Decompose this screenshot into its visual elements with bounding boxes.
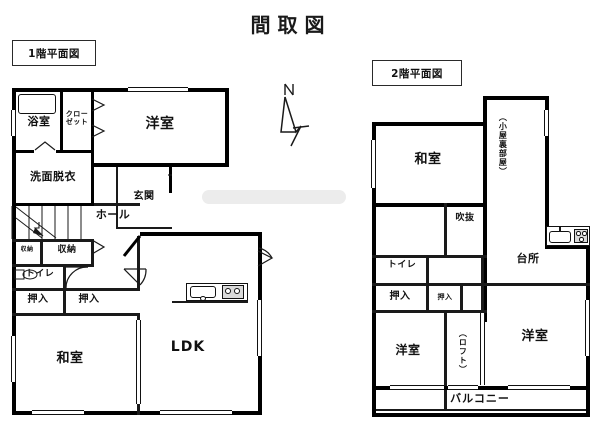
wall-balcony-top bbox=[372, 386, 590, 390]
window-youshitsu-bottom-left-2f bbox=[390, 385, 444, 390]
label-japanese-room-2f: 和室 bbox=[414, 152, 442, 167]
floor-1-plan: 浴室 クロー ゼット 洋室 洗面脱衣 玄関 ホール 収納 収納 トイレ 押入 押… bbox=[11, 87, 274, 415]
wall-kitchen-top-edge bbox=[545, 245, 590, 249]
kitchen-sink-2f bbox=[549, 231, 571, 243]
floor-2-caption: 2階平面図 bbox=[372, 60, 462, 86]
label-void-atrium-2f: 吹抜 bbox=[455, 213, 475, 223]
wall-toilet-right bbox=[63, 267, 66, 289]
wall-kitchen-bottom bbox=[484, 283, 590, 286]
wall-balcony-inner bbox=[376, 409, 586, 411]
wall-exterior-right-upper bbox=[225, 88, 229, 167]
label-attic-room-2f: （小屋裏部屋） bbox=[498, 112, 508, 176]
label-japanese-room-1f: 和室 bbox=[56, 351, 84, 366]
wall-storage-right bbox=[91, 239, 94, 267]
label-bathroom-1f: 浴室 bbox=[27, 115, 51, 128]
label-storage-1f-b: 収納 bbox=[57, 245, 77, 255]
wall-entrance-left bbox=[116, 167, 118, 229]
label-kitchen-2f: 台所 bbox=[516, 252, 540, 265]
label-oshiire-1f-a: 押入 bbox=[27, 294, 49, 305]
window-washitsu-left-2f bbox=[371, 140, 376, 188]
stove-burner-2f-a bbox=[576, 231, 581, 236]
wall-storage-bottom bbox=[12, 264, 94, 267]
label-western-room-1f: 洋室 bbox=[145, 116, 175, 132]
sliding-door-loft bbox=[480, 313, 485, 385]
wall-toilet-right-2f bbox=[426, 258, 429, 284]
floor-1-caption: 1階平面図 bbox=[12, 40, 96, 66]
label-oshiire-2f-a: 押入 bbox=[389, 291, 411, 302]
label-toilet-1f: トイレ bbox=[25, 269, 55, 279]
wall-oshiire-right-2f bbox=[460, 286, 463, 312]
wall-loft-right bbox=[481, 255, 484, 310]
wall-kitchen-top bbox=[545, 145, 549, 248]
wall-stair-bottom-2f bbox=[372, 255, 487, 258]
wall-exterior-bottom-2f bbox=[372, 413, 590, 417]
wall-entrance-bottom bbox=[116, 227, 172, 229]
label-ldk-1f: LDK bbox=[170, 339, 206, 355]
label-western-room-2f-b: 洋室 bbox=[521, 329, 549, 344]
label-hall-1f: ホール bbox=[95, 208, 131, 221]
wall-washitsu-bottom-2f bbox=[372, 203, 487, 207]
wall-stair-bottom bbox=[12, 239, 94, 242]
wall-fukinuke-left bbox=[444, 203, 447, 256]
wall-exterior-top bbox=[12, 88, 229, 92]
window-bath-left bbox=[11, 110, 16, 136]
sliding-door-washitsu bbox=[136, 320, 141, 404]
window-ldk-right bbox=[257, 300, 262, 356]
door-opening-bath bbox=[34, 149, 56, 154]
window-youshitsu-top bbox=[128, 87, 188, 92]
wall-washitsu-top-2f bbox=[372, 122, 487, 126]
label-storage-1f-a: 収納 bbox=[20, 246, 34, 253]
wall-ldk-top bbox=[140, 232, 262, 236]
wall-storage-mid bbox=[40, 239, 43, 267]
wall-exterior-left-2f bbox=[372, 122, 376, 417]
wall-exterior-left bbox=[12, 88, 16, 415]
window-attic-right-2f bbox=[544, 110, 549, 136]
label-balcony-2f: バルコニー bbox=[450, 392, 510, 405]
stove-burner-2f-c bbox=[579, 237, 584, 242]
window-youshitsu-bottom-right-2f bbox=[508, 385, 570, 390]
wall-washroom-right bbox=[91, 150, 94, 206]
floor-2-plan: 和室 （小屋裏部屋） 吹抜 台所 トイレ 押入 押入 洋室 （ロフト） 洋室 バ… bbox=[360, 0, 600, 433]
window-washitsu-left bbox=[11, 336, 16, 382]
label-oshiire-2f-b: 押入 bbox=[437, 293, 453, 301]
wall-oshiire-bottom-2f bbox=[372, 310, 487, 313]
window-ldk-bottom bbox=[160, 410, 232, 415]
kitchen-faucet-1f bbox=[200, 296, 206, 301]
label-toilet-2f: トイレ bbox=[387, 260, 417, 270]
window-washitsu-bottom bbox=[32, 410, 84, 415]
wall-washroom-bottom bbox=[12, 203, 94, 206]
wall-oshiire-mid-2f bbox=[426, 286, 429, 312]
stove-burner-1f-b bbox=[234, 288, 240, 294]
label-closet-1f: クロー ゼット bbox=[65, 110, 89, 127]
label-entrance-1f: 玄関 bbox=[133, 191, 155, 202]
bathtub bbox=[18, 94, 56, 114]
wall-attic-left bbox=[483, 96, 487, 322]
wall-toilet-bottom-2f bbox=[372, 283, 487, 286]
wall-bath-right bbox=[60, 88, 63, 153]
wall-oshiire-mid bbox=[63, 291, 66, 316]
wall-hall-right bbox=[137, 236, 140, 291]
label-oshiire-1f-b: 押入 bbox=[78, 294, 100, 305]
kitchen-faucet-2f bbox=[559, 227, 561, 232]
wall-oshiire-bottom bbox=[12, 313, 140, 316]
window-youshitsu-right-2f bbox=[585, 300, 590, 356]
stove-burner-1f-a bbox=[225, 288, 231, 294]
window-loft-bottom-2f bbox=[448, 385, 478, 390]
wall-attic-top bbox=[483, 96, 549, 100]
label-western-room-2f-a: 洋室 bbox=[395, 343, 421, 357]
wall-youshitsu-bottom bbox=[94, 163, 229, 167]
label-loft-2f: （ロフト） bbox=[458, 328, 468, 374]
page-title: 間取図 bbox=[250, 13, 332, 37]
stove-burner-2f-b bbox=[582, 231, 587, 236]
watermark-bar bbox=[202, 190, 346, 204]
counter-edge-1f bbox=[172, 301, 248, 303]
wall-toilet-bottom bbox=[12, 288, 140, 291]
label-washroom-1f: 洗面脱衣 bbox=[30, 170, 76, 183]
wall-entrance-right bbox=[169, 167, 172, 193]
wall-loft-left bbox=[444, 313, 447, 410]
